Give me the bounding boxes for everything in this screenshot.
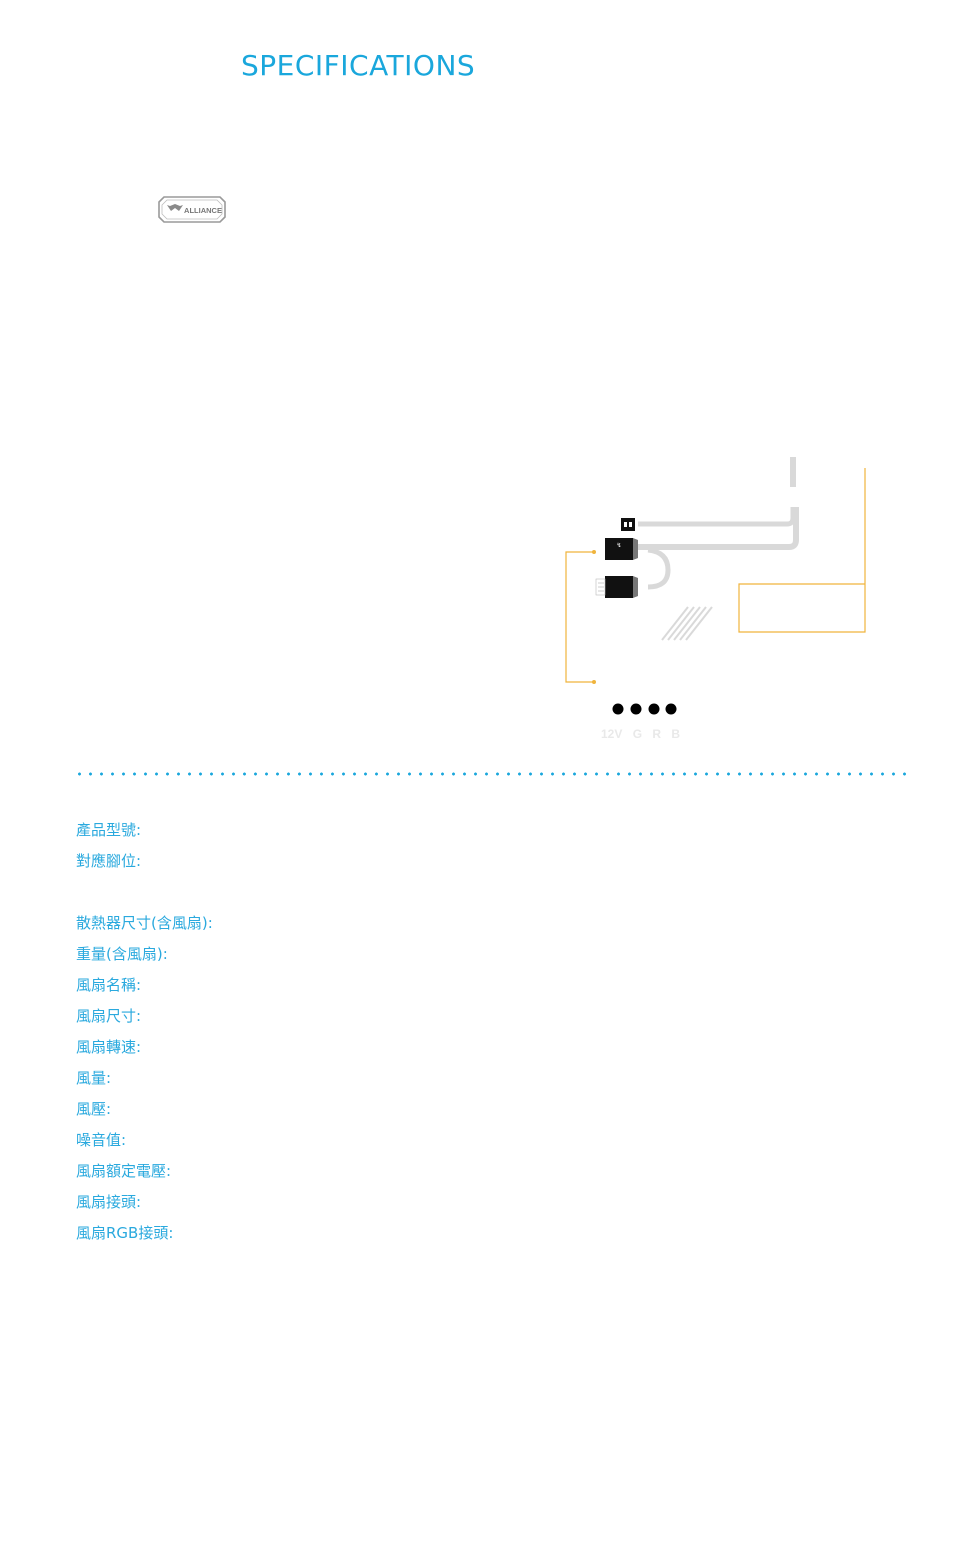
pin-dot (648, 703, 660, 715)
rgb-connector-diagram: ↯ (565, 457, 866, 715)
spec-label-weight: 重量(含風扇): (76, 945, 168, 963)
cable-loop (647, 547, 671, 590)
spec-label-air-pressure: 風壓: (76, 1100, 112, 1118)
cable-branch-top (638, 507, 796, 527)
spec-list: 產品型號: 對應腳位: 散熱器尺寸(含風扇): 重量(含風扇): 風扇名稱: 風… (76, 819, 213, 1253)
rgb-connector-1 (605, 538, 633, 560)
spec-spacer (76, 881, 213, 912)
page-title: SPECIFICATIONS (241, 49, 476, 82)
rgb-connector-2 (605, 576, 633, 598)
tuf-alliance-badge-icon: ALLIANCE (158, 196, 226, 223)
callout-box (738, 468, 866, 633)
badge-text: ALLIANCE (184, 206, 222, 215)
spec-label-fan-size: 風扇尺寸: (76, 1007, 142, 1025)
spec-label-dimensions: 散熱器尺寸(含風扇): (76, 914, 213, 932)
pin-dot (665, 703, 677, 715)
pin-dot (630, 703, 642, 715)
callout-bracket (565, 551, 594, 683)
pin-label-b: B (671, 727, 681, 741)
spec-label-rated-voltage: 風扇額定電壓: (76, 1162, 172, 1180)
small-connector (621, 518, 635, 531)
spec-label-noise: 噪音值: (76, 1131, 127, 1149)
hatch-marks (661, 606, 713, 641)
pin-labels: 12V G R B (601, 727, 687, 741)
spec-label-fan-connector: 風扇接頭: (76, 1193, 142, 1211)
spec-label-airflow: 風量: (76, 1069, 112, 1087)
cable-vertical (790, 457, 796, 487)
spec-label-model: 產品型號: (76, 821, 142, 839)
pin-label-r: R (652, 727, 662, 741)
dotted-divider (74, 772, 908, 776)
pin-label-g: G (632, 727, 643, 741)
spec-label-fan-speed: 風扇轉速: (76, 1038, 142, 1056)
pin-dot (612, 703, 624, 715)
cable-main (630, 507, 799, 550)
pin-label-12v: 12V (601, 727, 623, 741)
svg-text:↯: ↯ (616, 542, 621, 549)
spec-label-socket: 對應腳位: (76, 852, 142, 870)
spec-label-rgb-connector: 風扇RGB接頭: (76, 1224, 174, 1242)
spec-label-fan-name: 風扇名稱: (76, 976, 142, 994)
